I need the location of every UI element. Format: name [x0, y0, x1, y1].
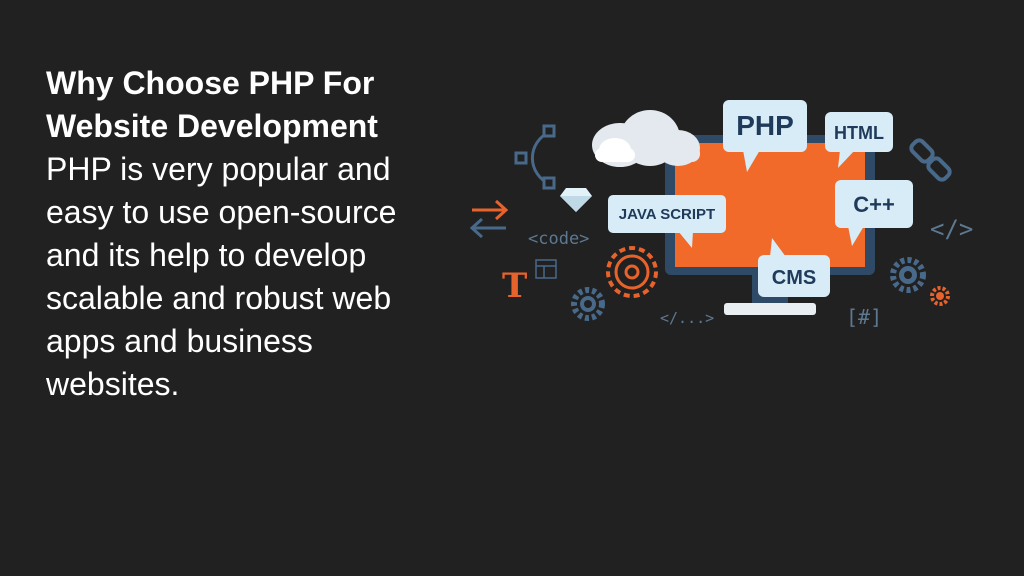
diamond-icon: [560, 188, 592, 212]
slide-body: PHP is very popular and easy to use open…: [46, 151, 397, 402]
gear-orange-small-icon: [930, 286, 950, 306]
slide-title: Why Choose PHP For Website Development: [46, 65, 378, 144]
php-bubble: PHP: [723, 100, 807, 172]
php-label: PHP: [736, 110, 794, 141]
type-icon: T: [502, 266, 527, 306]
code-tag-label: <code>: [528, 229, 589, 249]
slide-text: Why Choose PHP For Website Development P…: [46, 62, 446, 406]
cpp-bubble: C++: [835, 180, 913, 246]
cloud-icon: [592, 110, 700, 167]
gear-orange-icon: [606, 246, 658, 298]
html-bubble: HTML: [825, 112, 893, 168]
javascript-label: JAVA SCRIPT: [619, 206, 715, 223]
ellipsis-tag-label: </...>: [660, 309, 714, 327]
hash-label: [#]: [846, 305, 882, 329]
web-development-illustration: PHP HTML C++ JAVA SCRIPT CMS: [460, 100, 1000, 340]
cpp-label: C++: [853, 192, 895, 217]
cms-bubble: CMS: [758, 238, 830, 297]
close-tag-label: </>: [930, 215, 973, 243]
chain-link-icon: [909, 138, 952, 182]
swap-arrows-icon: [469, 199, 509, 239]
gear-blue-icon: [571, 287, 605, 321]
gear-blue-right-icon: [890, 257, 926, 293]
nodes-icon: [514, 124, 556, 190]
table-icon: [535, 259, 557, 279]
html-label: HTML: [834, 123, 884, 143]
javascript-bubble: JAVA SCRIPT: [608, 195, 726, 248]
cms-label: CMS: [772, 267, 816, 289]
